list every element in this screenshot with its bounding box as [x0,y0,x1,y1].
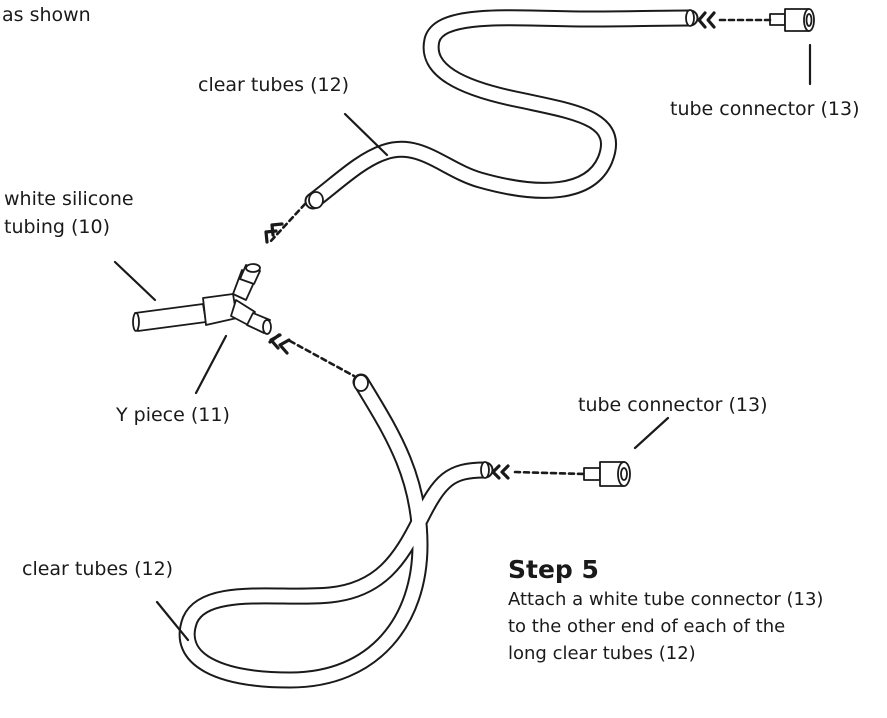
top-note: as shown [2,4,91,26]
label-white-silicone-line2: tubing (10) [4,216,110,238]
step-line-3: long clear tubes (12) [508,643,696,664]
dashed-guides [268,18,772,476]
leader-lines [113,43,812,642]
y-piece-drawing [132,263,272,335]
label-white-silicone-line1: white silicone [4,188,134,210]
label-tube-connector-mid: tube connector (13) [578,394,768,416]
step-title: Step 5 [508,555,599,584]
step-line-1: Attach a white tube connector (13) [508,589,824,610]
label-clear-tubes-top: clear tubes (12) [198,74,350,96]
label-tube-connector-top: tube connector (13) [670,98,860,120]
tube-connector-mid-drawing [583,461,631,487]
label-y-piece: Y piece (11) [116,404,230,426]
tube-connector-top-drawing [769,8,815,32]
step-line-2: to the other end of each of the [508,616,786,637]
label-clear-tubes-bottom: clear tubes (12) [22,558,174,580]
chevron-arrows [264,11,716,480]
upper-clear-tube [304,9,699,210]
lower-clear-tube [178,373,494,689]
